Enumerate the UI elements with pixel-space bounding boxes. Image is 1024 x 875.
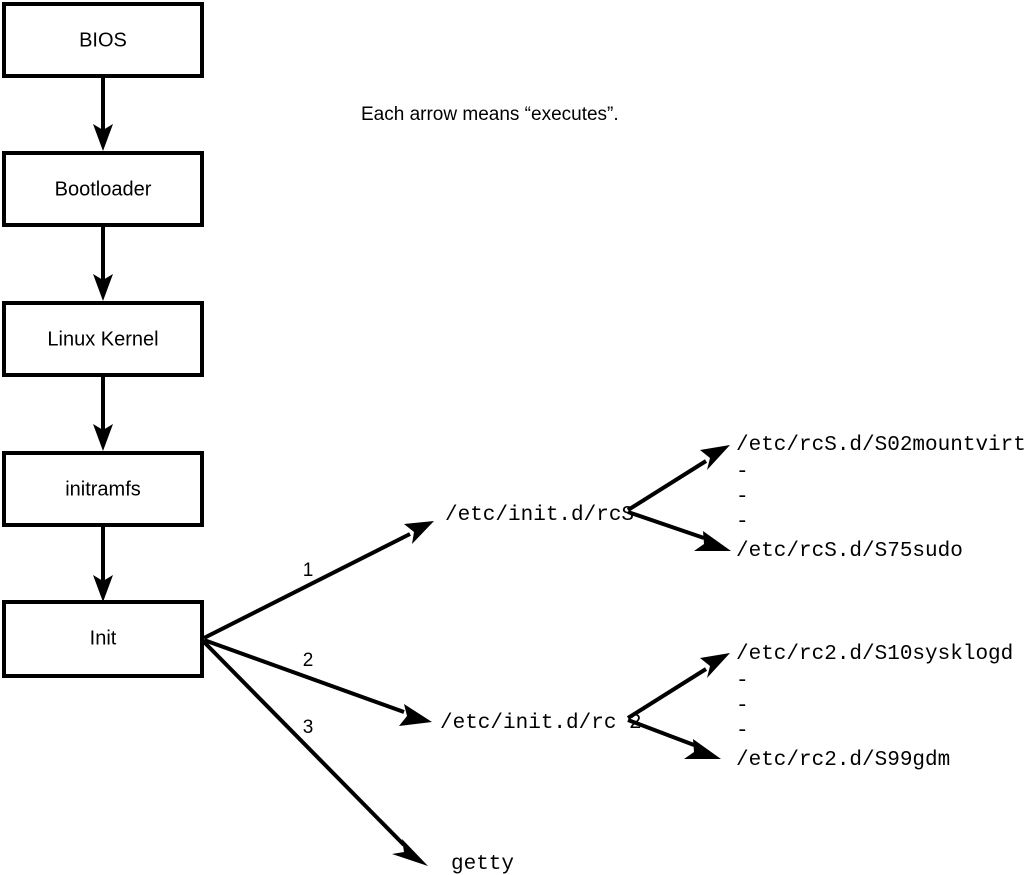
arrow-head-icon [93,274,113,301]
arrow-head-icon [700,445,730,470]
node-kernel[interactable]: Linux Kernel [2,301,204,377]
rcs-ellipsis-group: - - - [736,461,749,534]
label-rcs-first-script: /etc/rcS.d/S02mountvirtfs [736,434,1024,457]
edge-number-1: 1 [303,560,314,581]
rc2-ellipsis-dash-3: - [736,720,749,743]
edge-init-to-rcs: 1 [203,521,434,640]
node-kernel-label: Linux Kernel [47,328,158,350]
node-bootloader[interactable]: Bootloader [2,151,204,227]
label-getty: getty [451,853,514,875]
node-init-label: Init [90,627,117,649]
node-bootloader-label: Bootloader [55,178,152,200]
label-rcs-last-script: /etc/rcS.d/S75sudo [736,540,963,563]
arrow-initramfs-to-init [93,525,113,602]
edge-number-3: 3 [303,717,314,738]
arrow-head-icon [93,124,113,151]
arrow-bootloader-to-kernel [93,225,113,301]
diagram-caption: Each arrow means “executes”. [361,104,619,125]
rcs-ellipsis-dash-2: - [736,486,749,509]
node-init[interactable]: Init [2,600,204,678]
rcs-ellipsis-dash-1: - [736,461,749,484]
edge-rcs-to-first-script [626,445,730,512]
rcs-ellipsis-dash-3: - [736,511,749,534]
arrow-kernel-to-initramfs [93,375,113,451]
node-bios-label: BIOS [79,29,127,51]
arrow-head-icon [392,839,428,866]
arrow-head-icon [93,575,113,602]
label-init-d-rcs: /etc/init.d/rcS [445,504,634,527]
arrow-head-icon [684,739,721,759]
arrow-head-icon [93,424,113,451]
rc2-ellipsis-dash-1: - [736,670,749,693]
arrow-head-icon [404,521,434,544]
edge-init-to-getty: 3 [202,640,428,866]
edge-rcs-to-last-script [627,510,731,551]
node-initramfs[interactable]: initramfs [2,451,204,527]
rc2-ellipsis-dash-2: - [736,695,749,718]
arrow-bios-to-bootloader [93,76,113,151]
edge-rc2-to-first-script [626,653,730,720]
node-initramfs-box [2,451,204,527]
edge-rc2-to-last-script [627,718,721,759]
arrow-head-icon [694,531,731,551]
edge-init-to-rc2: 2 [203,638,432,726]
label-init-d-rc2: /etc/init.d/rc 2 [440,712,642,735]
node-bios-box [2,2,204,78]
label-rc2-last-script: /etc/rc2.d/S99gdm [736,749,950,772]
node-bios[interactable]: BIOS [2,2,204,78]
arrow-head-icon [399,704,432,726]
label-rc2-first-script: /etc/rc2.d/S10sysklogd [736,643,1013,666]
node-initramfs-label: initramfs [65,478,141,500]
edge-number-2: 2 [303,650,314,671]
rc2-ellipsis-group: - - - [736,670,749,743]
arrow-head-icon [700,653,730,678]
